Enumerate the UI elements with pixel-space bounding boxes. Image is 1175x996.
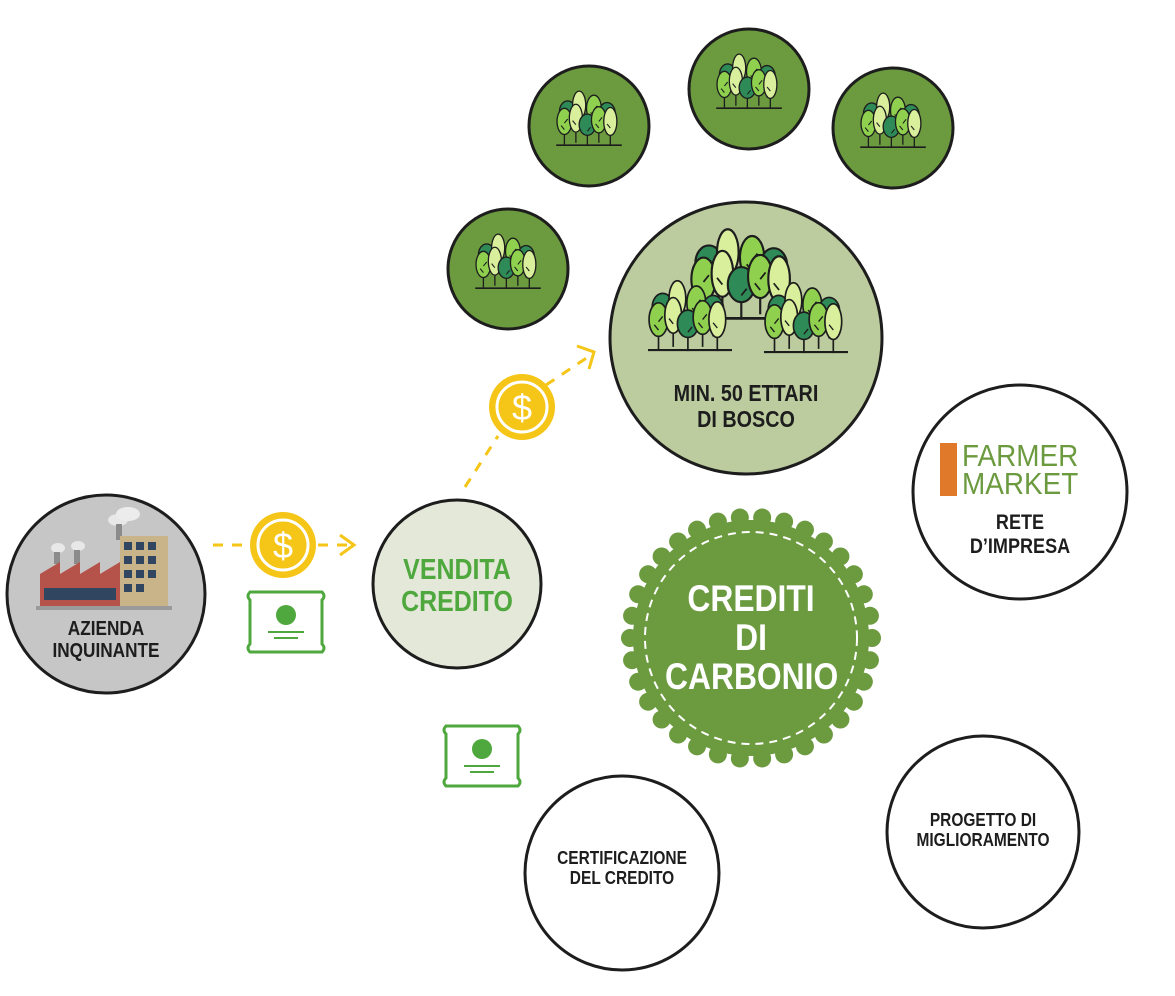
- azienda-label: AZIENDA INQUINANTE: [37, 618, 175, 663]
- dollar-coin-icon: [487, 372, 557, 442]
- crediti-label: CREDITI DI CARBONIO: [665, 578, 839, 697]
- crediti-label-line3: CARBONIO: [665, 655, 839, 697]
- vendita-label-line1: VENDITA: [403, 554, 511, 586]
- progetto-circle: [885, 734, 1081, 930]
- dollar-coin-icon: [248, 510, 318, 580]
- factory-icon: [36, 507, 172, 610]
- farmer-logo-line1: FARMER: [962, 438, 1079, 473]
- certificazione-label-line1: CERTIFICAZIONE: [557, 848, 687, 868]
- forest-circle-2: [687, 27, 811, 151]
- vendita-circle: [371, 498, 543, 670]
- farmer-logo-mark: [940, 443, 957, 496]
- bosco-label-line1: MIN. 50 ETTARI: [673, 380, 819, 406]
- certificazione-label-line2: DEL CREDITO: [569, 868, 675, 889]
- certificazione-label: CERTIFICAZIONE DEL CREDITO: [545, 848, 700, 888]
- bosco-label-line2: DI BOSCO: [697, 405, 795, 432]
- farmer-label-line1: RETE: [995, 511, 1045, 534]
- crediti-label-line2: DI: [735, 616, 767, 658]
- arrow-azienda-to-vendita: [213, 533, 357, 557]
- farmer-label-line2: D’IMPRESA: [969, 534, 1071, 558]
- farmer-circle: [911, 383, 1129, 601]
- azienda-circle: [5, 493, 207, 695]
- farmer-label: RETE D’IMPRESA: [951, 511, 1089, 558]
- progetto-label-line2: MIGLIORAMENTO: [916, 830, 1050, 851]
- bosco-circle: [608, 200, 884, 476]
- forest-circle-1: [527, 64, 651, 188]
- progetto-label-line1: PROGETTO DI: [929, 810, 1037, 830]
- certificate-icon: [442, 724, 522, 788]
- azienda-label-line1: AZIENDA: [67, 618, 145, 640]
- vendita-label-line2: CREDITO: [401, 586, 513, 619]
- certificate-icon: [246, 590, 326, 654]
- crediti-seal: [621, 508, 881, 768]
- progetto-label: PROGETTO DI MIGLIORAMENTO: [906, 810, 1061, 850]
- forest-circle-3: [831, 66, 955, 190]
- vendita-label: VENDITA CREDITO: [388, 554, 526, 619]
- farmer-logo-text: FARMER MARKET: [962, 438, 1097, 501]
- azienda-label-line2: INQUINANTE: [52, 640, 160, 663]
- bosco-label: MIN. 50 ETTARI DI BOSCO: [651, 380, 840, 433]
- certificazione-circle: [523, 774, 721, 972]
- farmer-logo-line2: MARKET: [962, 465, 1079, 501]
- forest-circle-4: [446, 207, 570, 331]
- crediti-label-line1: CREDITI: [687, 578, 815, 619]
- arrow-vendita-to-bosco: [463, 344, 596, 488]
